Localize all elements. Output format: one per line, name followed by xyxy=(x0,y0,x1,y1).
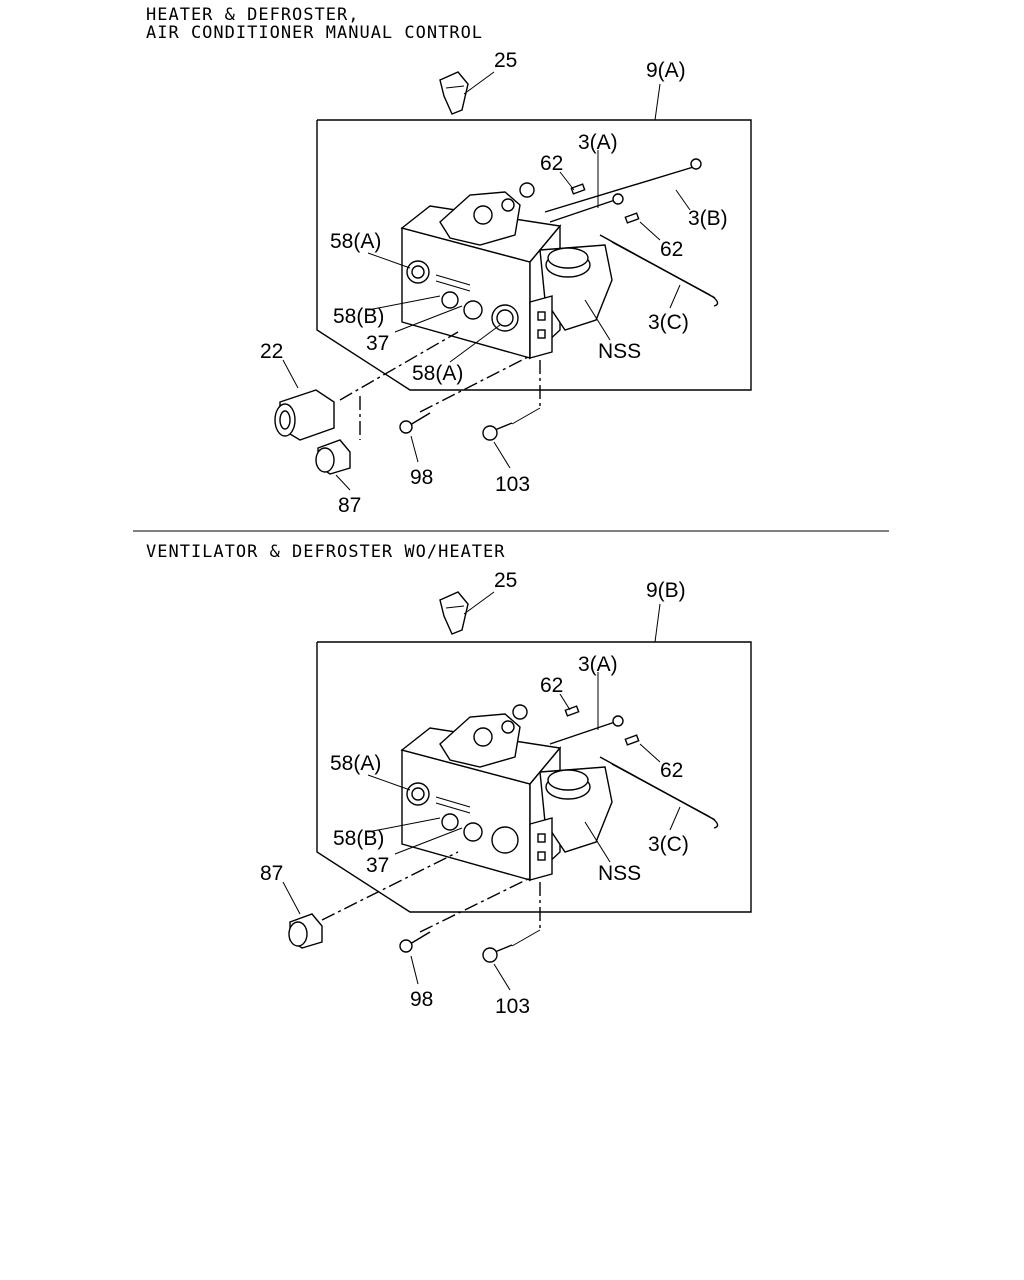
switch-part-22 xyxy=(274,389,335,441)
label-62-right: 62 xyxy=(660,238,683,261)
label-87-2: 87 xyxy=(260,862,283,885)
section1-title-line2: AIR CONDITIONER MANUAL CONTROL xyxy=(146,23,483,43)
label-9a: 9(A) xyxy=(646,59,686,82)
control-unit xyxy=(400,158,719,360)
label-58b: 58(B) xyxy=(333,305,384,328)
label-nss: NSS xyxy=(598,340,641,363)
label-3c-2: 3(C) xyxy=(648,833,689,856)
label-87: 87 xyxy=(338,494,361,517)
clip-part-25-2 xyxy=(439,591,469,635)
assembly-frame-2 xyxy=(316,641,752,913)
screw-part-103-2 xyxy=(482,944,513,963)
label-3b: 3(B) xyxy=(688,207,728,230)
label-58a-bottom: 58(A) xyxy=(412,362,463,385)
section-ventilator: VENTILATOR & DEFROSTER WO/HEATER xyxy=(146,542,752,1018)
section1-title-line1: HEATER & DEFROSTER, xyxy=(146,5,359,25)
section-heater-ac: HEATER & DEFROSTER, AIR CONDITIONER MANU… xyxy=(146,5,752,517)
label-nss-2: NSS xyxy=(598,862,641,885)
label-22: 22 xyxy=(260,340,283,363)
label-62-top-2: 62 xyxy=(540,674,563,697)
label-58b-2: 58(B) xyxy=(333,827,384,850)
leader-lines xyxy=(282,71,691,491)
label-25-2: 25 xyxy=(494,569,517,592)
label-98: 98 xyxy=(410,466,433,489)
screw-part-98-2 xyxy=(399,931,431,953)
label-58a-2: 58(A) xyxy=(330,752,381,775)
label-58a-top: 58(A) xyxy=(330,230,381,253)
label-9b: 9(B) xyxy=(646,579,686,602)
label-103: 103 xyxy=(495,473,530,496)
label-3a: 3(A) xyxy=(578,131,618,154)
label-98-2: 98 xyxy=(410,988,433,1011)
leader-lines-2 xyxy=(282,591,681,991)
bezel-part-87 xyxy=(315,439,351,475)
section2-title: VENTILATOR & DEFROSTER WO/HEATER xyxy=(146,542,506,562)
bezel-part-87-2 xyxy=(288,913,323,949)
label-37: 37 xyxy=(366,332,389,355)
assembly-frame xyxy=(316,119,752,391)
label-3a-2: 3(A) xyxy=(578,653,618,676)
label-3c: 3(C) xyxy=(648,311,689,334)
label-103-2: 103 xyxy=(495,995,530,1018)
screw-part-103 xyxy=(482,422,513,441)
label-62-top: 62 xyxy=(540,152,563,175)
label-25: 25 xyxy=(494,49,517,72)
control-unit-2 xyxy=(400,704,719,882)
label-62-right-2: 62 xyxy=(660,759,683,782)
label-37-2: 37 xyxy=(366,854,389,877)
screw-part-98 xyxy=(399,412,431,434)
clip-part-25 xyxy=(439,71,469,115)
